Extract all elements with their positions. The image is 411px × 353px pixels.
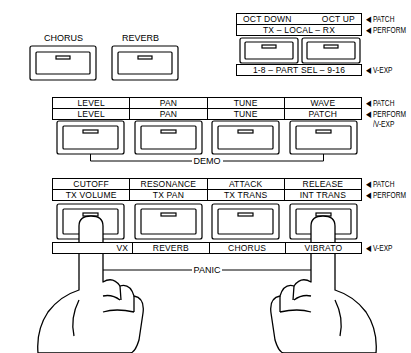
mode-marker: ◀ PERFORM (366, 190, 406, 200)
button-function-label: OCT UP (322, 14, 355, 24)
band-cell: INT TRANS (284, 190, 361, 200)
band-cell: VIBRATO (285, 243, 361, 253)
hand (38, 216, 144, 353)
button-label: REVERB (122, 33, 159, 43)
button (212, 121, 279, 154)
button (135, 121, 202, 154)
band-cell: TX PAN (129, 190, 206, 200)
band-cell: VX (53, 243, 132, 253)
mode-marker: ◀ PATCH (366, 14, 394, 24)
button-function-label: ATTACK (229, 179, 262, 189)
hand (271, 216, 377, 353)
button (135, 204, 202, 239)
button-function-label: VX (117, 243, 129, 253)
button-function-label: TUNE (234, 98, 258, 108)
button-function-label: PAN (160, 98, 177, 108)
band-cell: CUTOFF (53, 179, 129, 189)
mode-marker: ◀ PATCH (366, 98, 394, 108)
label-band: 1-8 – PART SEL – 9-16 (236, 64, 362, 76)
band-cell: CHORUS (209, 243, 285, 253)
button-function-label: REVERB (153, 243, 189, 253)
button-function-label: TX PAN (153, 190, 184, 200)
mode-marker: /V-EXP (373, 119, 394, 129)
button (30, 46, 96, 80)
button (112, 46, 178, 80)
button-function-label: PATCH (309, 109, 338, 119)
band-cell: TX – LOCAL – RX (237, 25, 361, 35)
band-cell: TUNE (207, 98, 284, 108)
button-function-label: TX VOLUME (66, 190, 117, 200)
button-function-label: OCT DOWN (243, 14, 292, 24)
button-function-label: RELEASE (303, 179, 344, 189)
mode-marker: ◀ PERFORM (366, 25, 406, 35)
label-band: TX – LOCAL – RX (236, 24, 362, 36)
bracket-label: PANIC (192, 265, 223, 275)
mode-marker: ◀ V-EXP (366, 65, 392, 75)
band-cell: OCT DOWN (243, 14, 292, 24)
mode-marker: ◀ PATCH (366, 179, 394, 189)
band-cell: PAN (129, 98, 206, 108)
button (290, 121, 357, 154)
band-cell: PAN (129, 109, 206, 119)
button-function-label: TX – LOCAL – RX (263, 25, 335, 35)
button-label: CHORUS (44, 33, 83, 43)
button-function-label: RESONANCE (141, 179, 197, 189)
band-cell: PATCH (284, 109, 361, 119)
label-band: VX REVERB CHORUS VIBRATO (52, 242, 362, 254)
button-function-label: LEVEL (77, 98, 104, 108)
band-cell: LEVEL (53, 109, 129, 119)
band-cell: ATTACK (207, 179, 284, 189)
buttons (30, 38, 360, 239)
button-function-label: TUNE (234, 109, 258, 119)
band-cell: LEVEL (53, 98, 129, 108)
button-function-label: CHORUS (228, 243, 266, 253)
button (240, 38, 298, 63)
button (57, 121, 124, 154)
band-cell: RELEASE (284, 179, 361, 189)
button-function-label: 1-8 – PART SEL – 9-16 (253, 65, 345, 75)
band-cell: TX VOLUME (53, 190, 129, 200)
band-cell: 1-8 – PART SEL – 9-16 (237, 65, 361, 75)
button (212, 204, 279, 239)
button-function-label: INT TRANS (300, 190, 346, 200)
button-function-label: WAVE (310, 98, 335, 108)
button-function-label: CUTOFF (73, 179, 109, 189)
band-cell: TUNE (207, 109, 284, 119)
band-cell: RESONANCE (129, 179, 206, 189)
button-function-label: VIBRATO (302, 243, 344, 253)
button (302, 38, 360, 63)
band-cell: WAVE (284, 98, 361, 108)
mode-marker: ◀ PERFORM (366, 109, 406, 119)
bracket-label: DEMO (192, 156, 223, 166)
button-function-label: PAN (160, 109, 177, 119)
button-function-label: TX TRANS (224, 190, 267, 200)
mode-marker: ◀ V-EXP (366, 243, 392, 253)
band-cell: REVERB (132, 243, 208, 253)
label-band: LEVEL PAN TUNE PATCH (52, 108, 362, 120)
band-cell: OCT UP (322, 14, 355, 24)
label-band: TX VOLUME TX PAN TX TRANS INT TRANS (52, 189, 362, 201)
button-function-label: LEVEL (77, 109, 104, 119)
band-cell: TX TRANS (207, 190, 284, 200)
